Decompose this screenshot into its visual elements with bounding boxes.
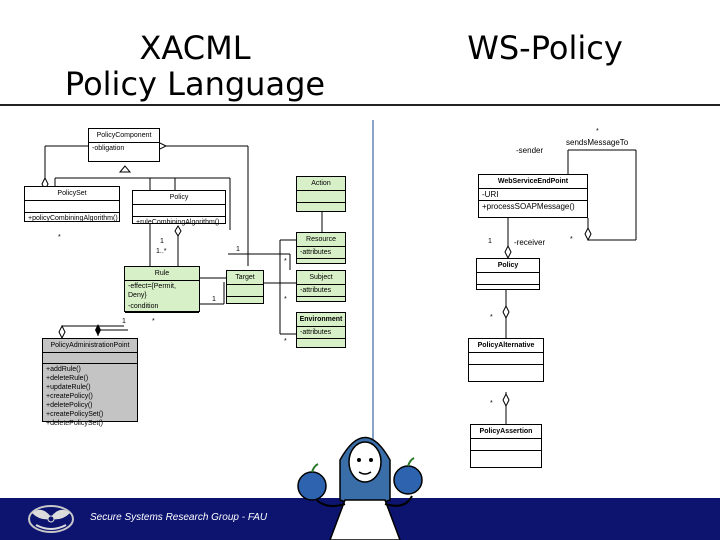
class-policy: Policy +ruleCombiningAlgorithm() — [132, 190, 226, 226]
class-assertion-ops — [471, 451, 541, 462]
class-ws-policy-name: Policy — [477, 259, 539, 273]
class-policy-set-attrs — [25, 201, 119, 213]
class-policy-assertion: PolicyAssertion — [470, 424, 542, 468]
admin-op: +createPolicySet() — [46, 411, 104, 418]
mult-label: * — [490, 400, 493, 407]
mult-label: * — [490, 314, 493, 321]
assoc-sends-message-to: sendsMessageTo — [566, 138, 629, 147]
class-alternative-ops — [469, 365, 543, 376]
class-policy-component-name: PolicyComponent — [89, 129, 159, 143]
class-rule: Rule -effect={Permit, Deny} -condition — [124, 266, 200, 313]
mult-label: 1 — [160, 238, 164, 245]
class-subject: Subject -attributes — [296, 270, 346, 302]
class-policy-set-op: +policyCombiningAlgorithm() — [28, 215, 118, 222]
mult-label: * — [596, 128, 599, 135]
class-action: Action — [296, 176, 346, 212]
class-environment-attr: -attributes — [297, 327, 345, 339]
class-policy-admin-point: PolicyAdministrationPoint +addRule() +de… — [42, 338, 138, 427]
mult-label: * — [152, 318, 155, 325]
class-web-service-endpoint: WebServiceEndPoint -URI +processSOAPMess… — [478, 174, 588, 218]
class-endpoint-op: +processSOAPMessage() — [482, 202, 575, 211]
admin-op: +deleteRule() — [46, 375, 89, 382]
research-group-logo — [28, 505, 74, 533]
class-admin-point-attrs — [43, 353, 137, 364]
mult-label: 1 — [488, 238, 492, 245]
class-rule-name: Rule — [125, 267, 199, 281]
class-action-attrs — [297, 191, 345, 203]
class-environment: Environment -attributes — [296, 312, 346, 348]
class-assertion-attrs — [471, 439, 541, 451]
admin-op: +updateRule() — [46, 384, 91, 391]
class-rule-attr2: -condition — [125, 301, 199, 313]
class-policy-component-attr: -obligation — [92, 145, 125, 152]
class-policy-attrs — [133, 205, 225, 217]
class-rule-attr1: -effect={Permit, Deny} — [128, 283, 176, 299]
class-policy-set-name: PolicySet — [25, 187, 119, 201]
class-target-name: Target — [227, 271, 263, 285]
class-subject-name: Subject — [297, 271, 345, 285]
title-divider — [0, 104, 720, 106]
column-divider — [372, 120, 374, 498]
footer-text: Secure Systems Research Group - FAU — [90, 512, 268, 523]
mult-label: 1 — [212, 296, 216, 303]
mult-label: * — [570, 236, 573, 243]
admin-op: +createPolicy() — [46, 393, 93, 400]
class-admin-point-ops: +addRule() +deleteRule() +updateRule() +… — [43, 364, 137, 429]
admin-op: +deletePolicy() — [46, 402, 93, 409]
class-policy-op: +ruleCombiningAlgorithm() — [136, 219, 220, 226]
xacml-title-line1: XACML — [139, 29, 251, 67]
class-target-attrs — [227, 285, 263, 297]
class-resource-name: Resource — [297, 233, 345, 247]
mult-label: * — [284, 338, 287, 345]
admin-op: +deletePolicySet() — [46, 420, 104, 427]
class-alternative-name: PolicyAlternative — [469, 339, 543, 353]
class-assertion-name: PolicyAssertion — [471, 425, 541, 439]
class-environment-name: Environment — [297, 313, 345, 327]
admin-op: +addRule() — [46, 366, 81, 373]
class-resource-attr: -attributes — [297, 247, 345, 259]
class-policy-set: PolicySet +policyCombiningAlgorithm() — [24, 186, 120, 222]
class-target: Target — [226, 270, 264, 304]
class-policy-alternative: PolicyAlternative — [468, 338, 544, 382]
role-sender: -sender — [516, 146, 544, 155]
class-endpoint-name: WebServiceEndPoint — [479, 175, 587, 189]
mult-label: * — [284, 296, 287, 303]
class-admin-point-name: PolicyAdministrationPoint — [43, 339, 137, 353]
juggler-illustration — [297, 436, 423, 540]
class-subject-attr: -attributes — [297, 285, 345, 297]
class-policy-name: Policy — [133, 191, 225, 205]
mult-label: * — [284, 258, 287, 265]
mult-label: 1 — [122, 318, 126, 325]
mult-label: * — [58, 234, 61, 241]
class-ws-policy: Policy — [476, 258, 540, 290]
class-resource: Resource -attributes — [296, 232, 346, 264]
role-receiver: -receiver — [514, 238, 546, 247]
wspolicy-title: WS-Policy — [467, 29, 623, 67]
class-endpoint-attr: -URI — [479, 189, 587, 201]
xacml-title-line2: Policy Language — [64, 65, 326, 103]
class-action-name: Action — [297, 177, 345, 191]
class-ws-policy-attrs — [477, 273, 539, 285]
class-policy-component: PolicyComponent -obligation — [88, 128, 160, 162]
mult-label: 1..* — [156, 248, 167, 255]
class-alternative-attrs — [469, 353, 543, 365]
mult-label: 1 — [236, 246, 240, 253]
